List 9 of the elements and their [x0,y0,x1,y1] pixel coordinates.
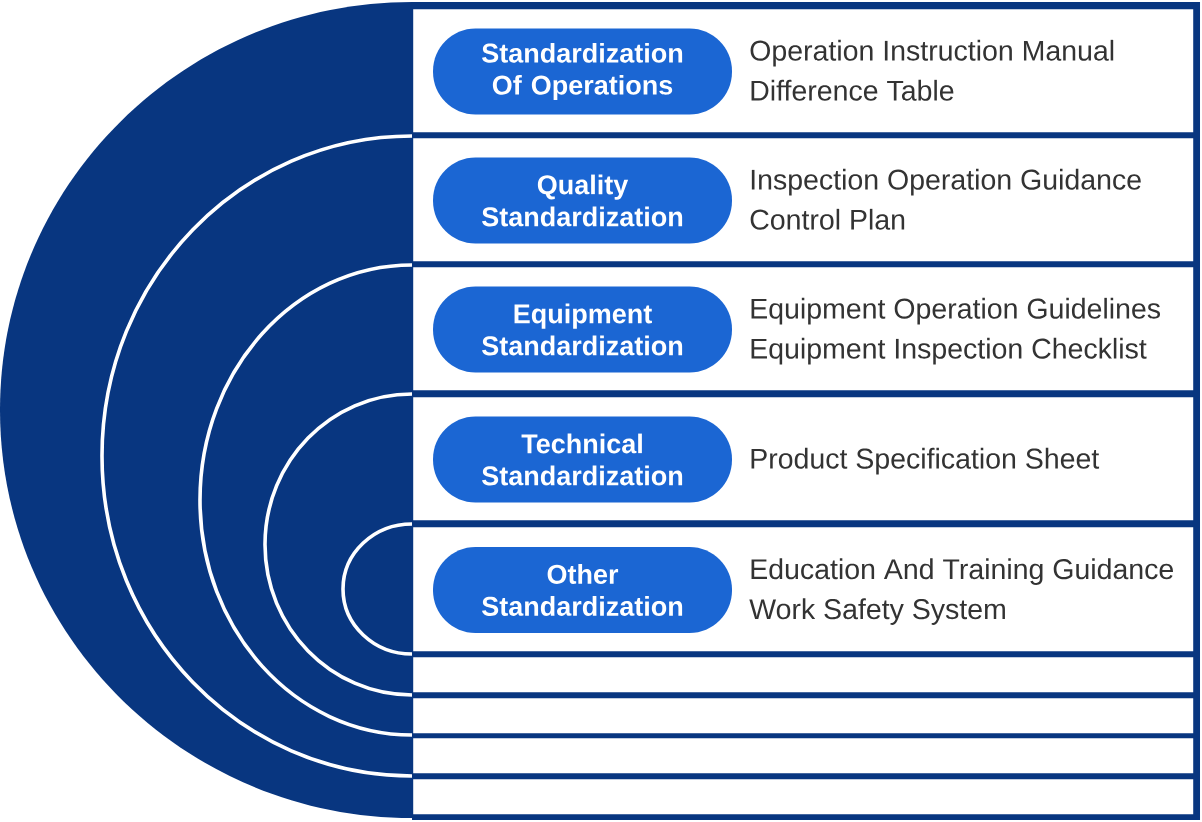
category-pill: Standardization Of Operations [433,28,732,115]
category-pill: Technical Standardization [433,416,732,503]
row-box [413,779,1194,815]
category-pill: Equipment Standardization [433,286,732,373]
category-pill: Other Standardization [433,547,732,633]
category-pill: Quality Standardization [433,157,732,244]
row-box [413,738,1194,774]
row-box [413,657,1194,693]
row-box [413,698,1194,734]
